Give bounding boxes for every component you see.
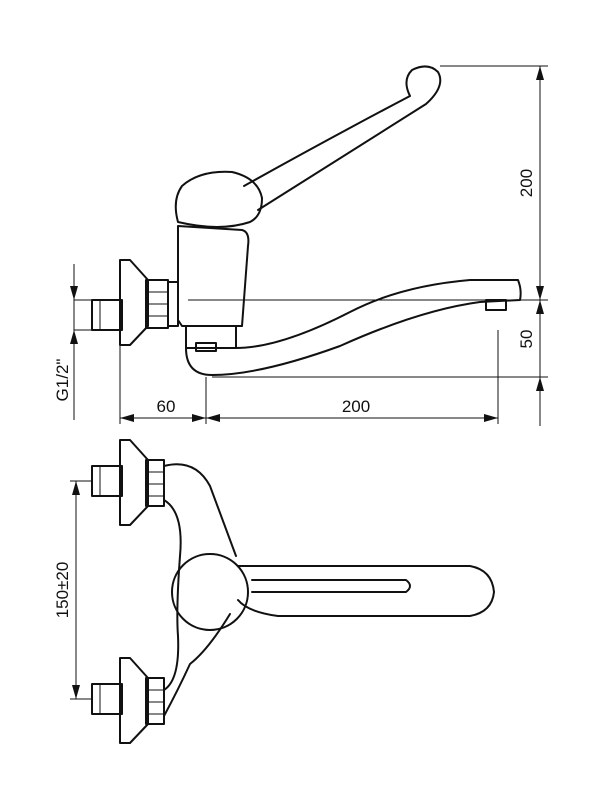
dim-wall-offset: 60	[120, 397, 206, 422]
top-lower-inlet	[91, 657, 165, 744]
side-lever-handle	[243, 65, 442, 211]
dim-handle-height-label: 200	[517, 169, 536, 197]
dim-thread-label: G1/2"	[53, 359, 72, 402]
top-view-dimensions: 150±20	[53, 480, 92, 700]
dim-inlet-spacing: 150±20	[53, 481, 80, 699]
top-cap	[171, 553, 249, 631]
side-outlet-ring	[185, 325, 237, 352]
dim-spout-drop-label: 50	[517, 330, 536, 349]
dim-handle-height: 200	[517, 66, 544, 300]
top-view	[91, 439, 495, 744]
dim-thread: G1/2"	[53, 264, 78, 420]
dim-spout-reach: 200	[206, 397, 498, 422]
dim-wall-offset-label: 60	[157, 397, 176, 416]
side-hex-nut	[145, 279, 169, 329]
side-view-dimensions: 200 50 G1/2" 60 200	[53, 65, 548, 426]
side-view	[91, 65, 548, 376]
top-body	[163, 463, 237, 717]
top-upper-inlet	[91, 439, 165, 526]
top-lever-arm	[237, 565, 495, 617]
dim-spout-reach-label: 200	[342, 397, 370, 416]
side-valve-body	[177, 225, 250, 327]
side-inlet-pipe	[91, 299, 123, 331]
dim-spout-drop: 50	[517, 300, 544, 426]
side-valve-cap	[174, 170, 263, 228]
side-escutcheon	[119, 259, 149, 346]
side-connector	[167, 281, 179, 327]
dim-inlet-spacing-label: 150±20	[53, 562, 72, 619]
